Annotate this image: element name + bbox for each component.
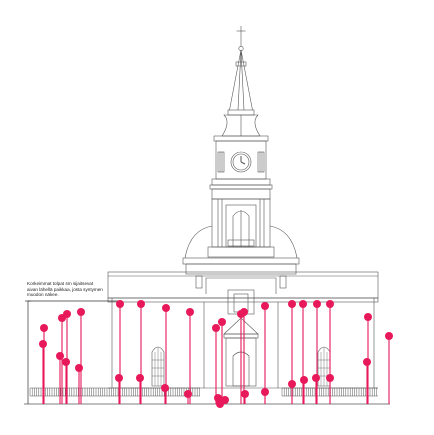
annotation-line-2: aivan lähellä paikkaa, josta syntymen [27,286,103,292]
pole-marker [75,364,83,372]
pole-marker [218,318,226,326]
pole-marker [288,380,296,388]
pole-marker [184,390,192,398]
pole-marker [162,304,170,312]
pole-marker [237,310,245,318]
pole-marker [312,374,320,382]
annotation-line-3: muodon näkee. [27,292,59,298]
pole-marker [261,302,269,310]
height-annotation: Korkeimmat tolpat 4m sijaitsevat aivan l… [27,281,167,298]
pole-marker [363,358,371,366]
pole-marker [299,300,307,308]
pole-marker [364,313,372,321]
pole-marker [115,374,123,382]
clock-face-icon [230,151,252,173]
annotation-line-1: Korkeimmat tolpat 4m sijaitsevat [27,281,94,286]
pole-marker [136,374,144,382]
marker-poles [39,300,393,408]
belfry-stage [211,188,271,248]
pole-marker [212,324,220,332]
pole-marker [313,300,321,308]
pole-marker [40,324,48,332]
fence [30,387,378,397]
dome [182,225,300,294]
pole-marker [326,374,334,382]
height-marker [25,300,120,404]
pole-marker [385,332,393,340]
pole-marker [161,384,169,392]
pole-marker [137,300,145,308]
pole-marker [63,310,71,318]
pole-marker [39,340,47,348]
pole-marker [116,300,124,308]
pole-marker [261,388,269,396]
pole-marker [221,396,229,404]
pole-marker [326,300,334,308]
church-outline [24,26,390,405]
pole-marker [300,376,308,384]
clock-stage [209,135,273,190]
pole-marker [77,308,85,316]
pole-marker [288,300,296,308]
pole-marker [62,358,70,366]
pole-marker [186,308,194,316]
main-body [107,271,379,389]
pole-marker [56,352,64,360]
pole-marker [241,390,249,398]
